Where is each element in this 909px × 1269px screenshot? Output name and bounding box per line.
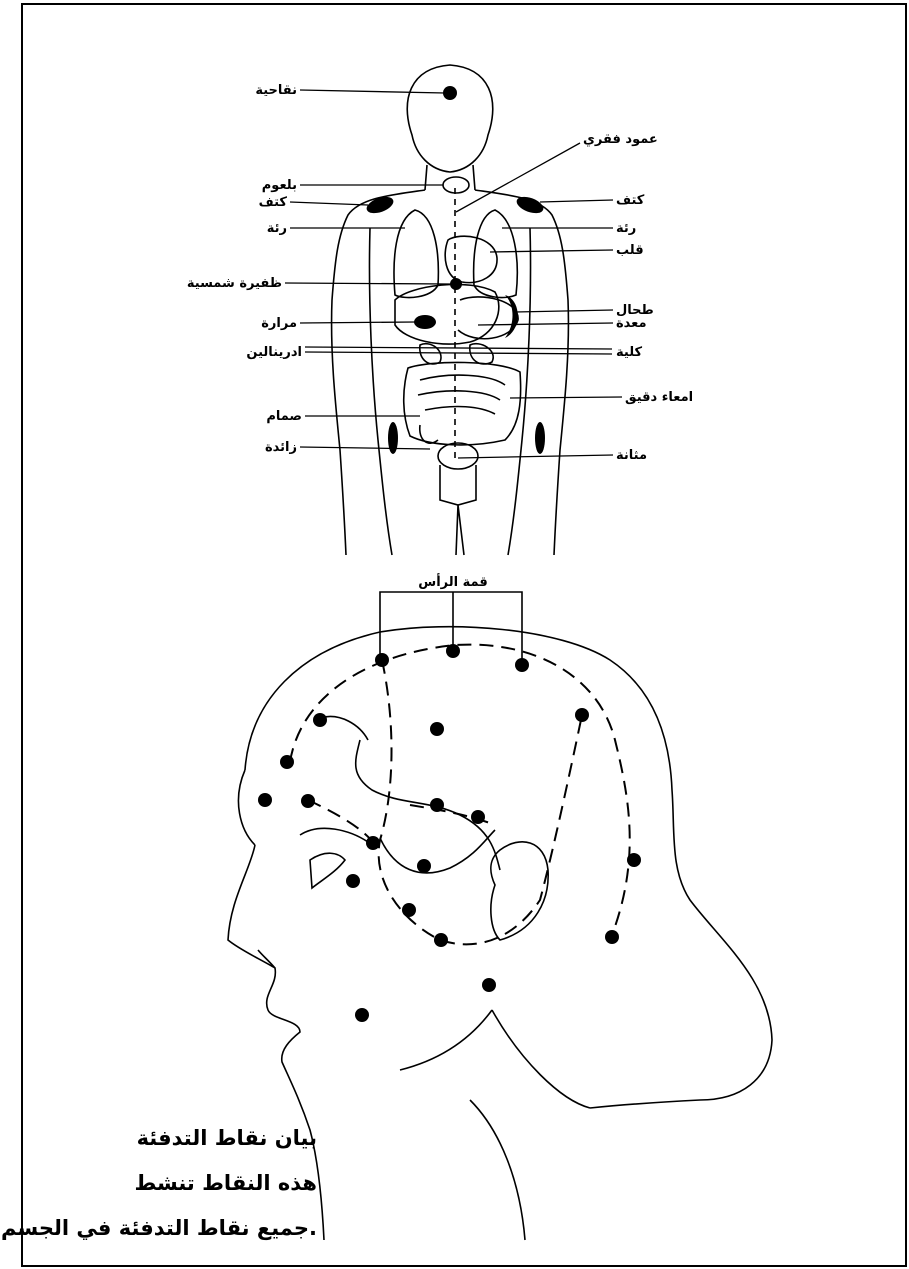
head-point — [301, 794, 315, 808]
gallbladder-mark — [414, 315, 436, 329]
caption-line-1: بيان نقاط التدفئة — [137, 1126, 317, 1150]
head-point — [313, 713, 327, 727]
label-valve: صمام — [266, 409, 302, 424]
head-point — [434, 933, 448, 947]
label-solar-plexus: ظفيرة شمسية — [187, 276, 282, 291]
label-small-intestine: امعاء دقيق — [625, 390, 693, 405]
label-adrenaline: ادرينالين — [246, 345, 302, 360]
head-point — [366, 836, 380, 850]
body-left-labels: نقاحية بلعوم كتف رئة ظفيرة شمسية مرارة ا… — [187, 83, 302, 455]
head-point — [375, 653, 389, 667]
head-point — [482, 978, 496, 992]
head-points — [258, 644, 641, 1022]
head-point — [417, 859, 431, 873]
head-point — [605, 930, 619, 944]
label-heart: قلب — [616, 243, 644, 258]
caption-line-3: جميع نقاط التدفئة في الجسم. — [1, 1216, 317, 1240]
crown-point — [443, 86, 457, 100]
head-point — [575, 708, 589, 722]
page-border — [22, 4, 906, 1266]
label-left-lung: رئة — [267, 221, 287, 236]
label-throat: بلعوم — [262, 178, 297, 193]
label-left-shoulder: كتف — [259, 195, 288, 210]
head-point — [446, 644, 460, 658]
head-point — [430, 722, 444, 736]
head-point — [627, 853, 641, 867]
head-point — [471, 810, 485, 824]
head-point — [430, 798, 444, 812]
head-point — [258, 793, 272, 807]
label-gallbladder: مرارة — [261, 316, 297, 331]
head-point — [280, 755, 294, 769]
head-point — [346, 874, 360, 888]
caption-line-2: هذه النقاط تنشط — [135, 1171, 318, 1195]
body-right-labels: عمود فقري كتف رئة قلب طحال معدة كلية امع… — [583, 132, 693, 463]
label-stomach: معدة — [616, 316, 647, 331]
head-point — [355, 1008, 369, 1022]
spleen-mark — [505, 295, 518, 338]
body-figure — [332, 65, 569, 555]
label-head-crown: قمة الرأس — [418, 573, 487, 590]
caption: بيان نقاط التدفئة هذه النقاط تنشط جميع ن… — [1, 1126, 317, 1240]
left-hip-mark — [388, 422, 398, 454]
label-right-lung: رئة — [616, 221, 636, 236]
head-point — [515, 658, 529, 672]
right-hip-mark — [535, 422, 545, 454]
label-bladder: مثانة — [616, 448, 647, 463]
head-point — [402, 903, 416, 917]
head-meridians — [290, 645, 630, 945]
label-right-shoulder: كتف — [616, 193, 645, 208]
label-kidney: كلية — [616, 345, 642, 360]
label-spine: عمود فقري — [583, 132, 658, 147]
label-crown: نقاحية — [255, 83, 297, 98]
label-appendix: زائدة — [265, 440, 297, 455]
solar-plexus-point — [450, 278, 462, 290]
